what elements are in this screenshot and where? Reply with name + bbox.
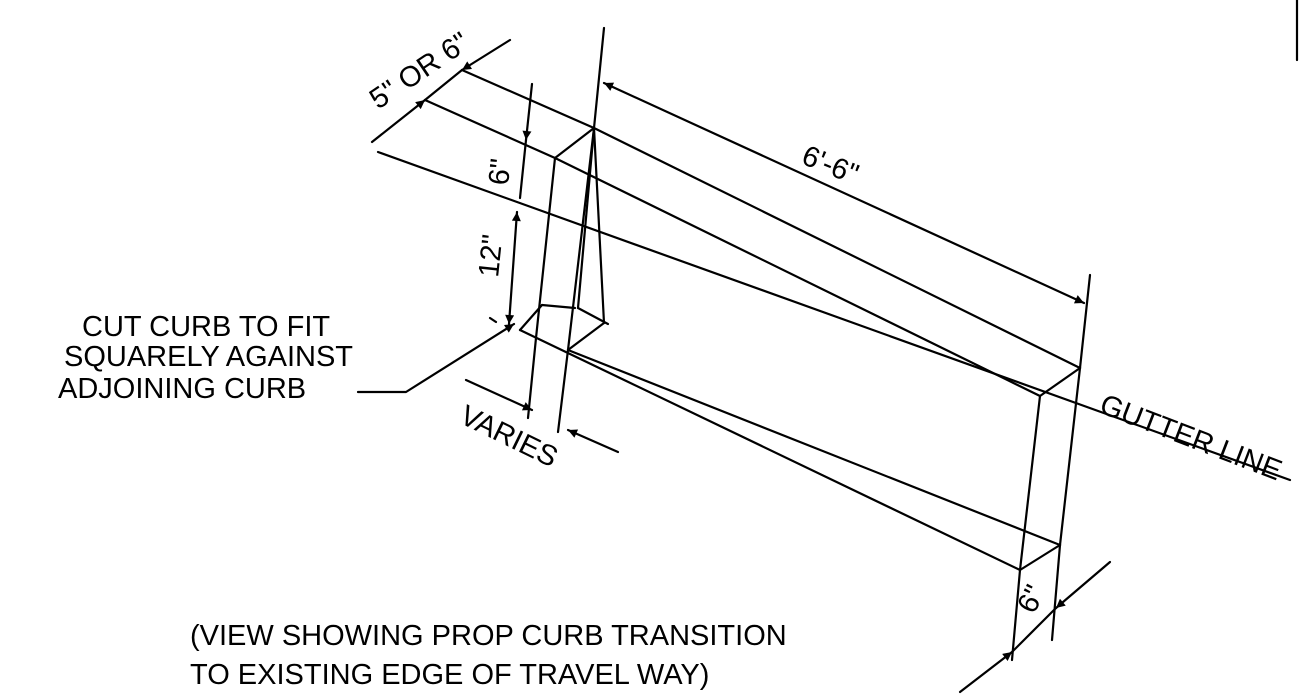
dimension-lower-height: 12" — [473, 210, 521, 326]
curb-width-label: 5" OR 6" — [364, 26, 475, 115]
dimension-length: 6'-6" — [602, 81, 1086, 305]
cut-curb-note: CUT CURB TO FIT SQUARELY AGAINST ADJOINI… — [58, 311, 353, 405]
cut-curb-note-line3: ADJOINING CURB — [58, 373, 306, 405]
top-height-label: 6" — [483, 157, 518, 187]
gutter-line-label: GUTTER LINE — [1095, 389, 1285, 488]
varies-label: VARIES — [455, 400, 563, 474]
cut-curb-note-line1: CUT CURB TO FIT — [82, 311, 330, 343]
view-caption-line2: TO EXISTING EDGE OF TRAVEL WAY) — [190, 659, 709, 691]
view-caption-line1: (VIEW SHOWING PROP CURB TRANSITION — [190, 620, 787, 652]
cut-curb-note-line2: SQUARELY AGAINST — [64, 341, 353, 373]
dimension-end-width: 6" — [958, 543, 1112, 694]
dimension-curb-width: 5" OR 6" — [364, 26, 512, 144]
view-caption: (VIEW SHOWING PROP CURB TRANSITION TO EX… — [190, 620, 787, 691]
dimension-top-height: 6" — [483, 82, 534, 200]
length-label: 6'-6" — [797, 140, 863, 191]
cut-curb-leader — [356, 322, 516, 394]
curb-body — [376, 26, 1292, 572]
dimension-varies: VARIES — [455, 336, 620, 474]
lower-height-label: 12" — [473, 233, 509, 279]
